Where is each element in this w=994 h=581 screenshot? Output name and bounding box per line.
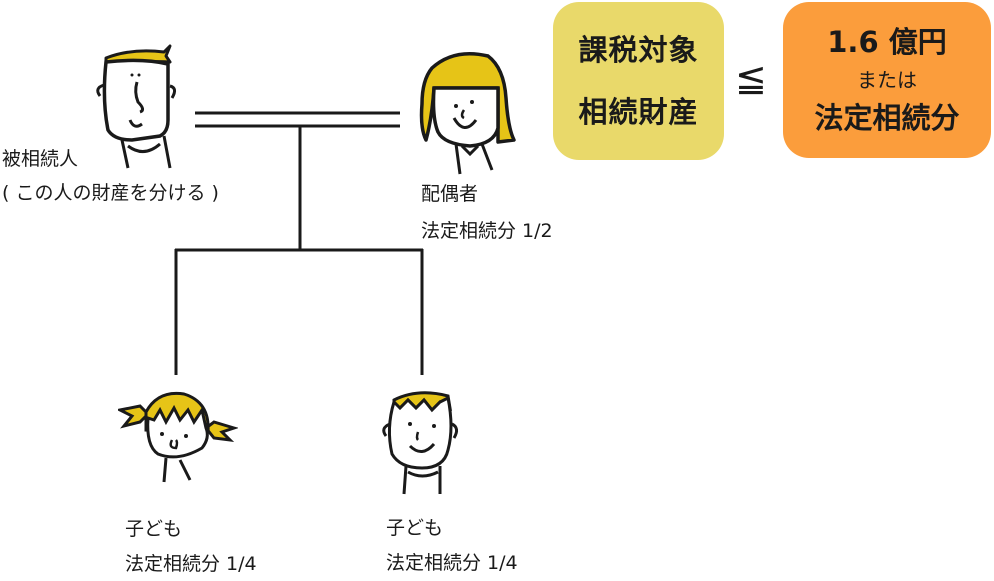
less-equal-operator: ≦ [735,56,767,100]
child2-share: 法定相続分 1/4 [386,552,518,574]
taxable-estate-line2: 相続財産 [578,95,699,129]
girl-face-icon [118,391,238,483]
limit-legal-share: 法定相続分 [814,101,960,135]
child1-title: 子ども [125,518,183,540]
man-face-icon [96,44,177,169]
taxable-estate-box: 課税対象 相続財産 [553,2,724,160]
limit-amount: 1.6 億円 [827,25,947,59]
limit-or: または [857,68,917,92]
woman-face-icon [419,52,516,175]
child1-share: 法定相続分 1/4 [125,553,257,575]
spouse-share: 法定相続分 1/2 [421,220,553,242]
limit-box: 1.6 億円 または 法定相続分 [783,2,991,158]
child2-title: 子ども [386,517,444,539]
decedent-note: ( この人の財産を分ける ) [2,182,219,204]
taxable-estate-line1: 課税対象 [578,33,699,67]
spouse-title: 配偶者 [421,183,479,205]
decedent-title: 被相続人 [2,148,79,170]
boy-face-icon [382,391,459,495]
